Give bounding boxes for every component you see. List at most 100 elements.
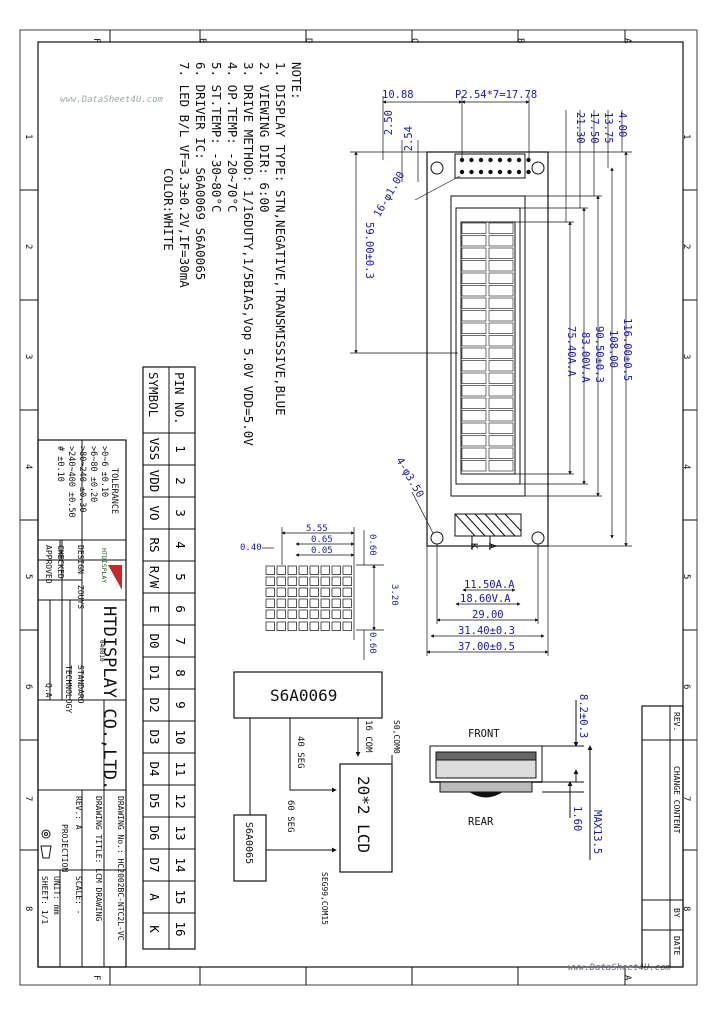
grid-number: 1 [23, 134, 33, 139]
matrix-dot [309, 598, 319, 608]
lcd-top-view [426, 151, 549, 550]
grid-number: 5 [23, 574, 33, 579]
matrix-dot [309, 609, 319, 619]
cursor-dot [265, 621, 275, 631]
design-value: ZOUYS [76, 585, 85, 609]
cursor-dot [298, 621, 308, 631]
grid-number: 3 [681, 354, 691, 359]
grid-number: 2 [23, 244, 33, 249]
matrix-dot [309, 565, 319, 575]
matrix-dot [298, 576, 308, 586]
pin-symbol: K [147, 925, 162, 933]
connector-pins [459, 157, 531, 175]
matrix-dot [331, 565, 341, 575]
cursor-dot [276, 621, 286, 631]
dim-5-55: 5.55 [306, 524, 328, 534]
pin-number: 4 [173, 541, 188, 549]
pin-symbol: D0 [147, 633, 162, 648]
dim-17-50: 17.50 [588, 112, 600, 144]
tolerance-row: >6~80 ±0.20 [88, 446, 98, 502]
matrix-dot [287, 576, 297, 586]
connector-pin [469, 169, 474, 175]
pin-number: 6 [173, 605, 188, 613]
pin-number: 8 [173, 669, 188, 677]
dim-116: 116.00±0.5 [621, 318, 633, 381]
scale-text: SCALE: - [74, 876, 83, 915]
character-cell [488, 285, 514, 297]
note-item: 4. OP.TEMP: -20~70°C [225, 62, 240, 213]
grid-letter: F [91, 975, 101, 980]
char-detail-texts: 5.55 0.65 0.05 0.40 0.60 3.20 0.60 [240, 524, 399, 654]
matrix-dot [342, 598, 352, 608]
title-block-text: HTDISPLAY DESIGN ZOUYS 040810 CHECKED AP… [40, 545, 125, 941]
connector-pin [478, 157, 484, 163]
pin-symbol: VDD [147, 470, 162, 493]
dim-59: 59.00±0.3 [363, 222, 375, 279]
matrix-dot [320, 576, 330, 586]
grid-letter: D [303, 38, 313, 43]
character-cell [461, 222, 487, 234]
matrix-dot [276, 598, 286, 608]
matrix-dot [276, 565, 286, 575]
pin-number: 16 [173, 921, 188, 936]
dimension-lines [350, 96, 632, 656]
note-item: 7. LED B/L VF=3.3±0.2V,IF=30mA [177, 62, 192, 288]
cursor-dot [287, 621, 297, 631]
matrix-dot [331, 598, 341, 608]
pin-symbol: D7 [147, 857, 162, 872]
drawing-no: DRAWING No.: HC2002BC-NTC2L-VC [116, 796, 125, 941]
connector-pin [526, 169, 531, 175]
pin-symbol: E [147, 605, 162, 613]
grid-number: 8 [23, 906, 33, 911]
dim-11-50: 11.50A.A [464, 579, 515, 591]
symbol-header: SYMBOL [146, 372, 161, 417]
pcb-outline [426, 151, 549, 547]
dim-0-65: 0.65 [311, 535, 333, 545]
character-cell [461, 335, 487, 347]
dim-83: 83.00V.A [579, 332, 591, 383]
active-area [460, 221, 516, 475]
pin-table-text: PIN NO. SYMBOL [146, 372, 187, 425]
cursor-dot [320, 621, 330, 631]
dim-0-60b: 0.60 [367, 632, 377, 654]
connector-pin [497, 157, 503, 163]
connector-pin [478, 169, 484, 175]
dim-29: 29.00 [472, 609, 504, 621]
matrix-dot [265, 598, 275, 608]
character-cell [488, 235, 514, 247]
matrix-dot [342, 565, 352, 575]
note-item: COLOR:WHITE [161, 168, 176, 251]
matrix-dot [276, 587, 286, 597]
grid-number: 4 [23, 464, 33, 469]
character-cell [461, 360, 487, 372]
pin-number: 7 [173, 637, 188, 645]
logo-text: HTDISPLAY [100, 548, 108, 583]
mount-hole [531, 531, 545, 545]
dim-18-60: 18.60V.A [460, 593, 511, 605]
tolerance-row: >80~240 ±0.30 [77, 446, 87, 513]
matrix-dot [309, 576, 319, 586]
projection-symbol [40, 829, 52, 859]
pin-number: 15 [173, 889, 188, 904]
standard-label: STANDARD [76, 665, 85, 704]
lcd-label: 20*2 LCD [354, 776, 373, 853]
character-cell [461, 385, 487, 397]
matrix-dot [320, 587, 330, 597]
by-header: BY [672, 908, 681, 918]
cursor-dot [309, 621, 319, 631]
dim-mount: 4-φ3.50 [393, 456, 426, 500]
bezel [450, 195, 526, 497]
character-cell [461, 322, 487, 334]
dim-0-05: 0.05 [311, 546, 333, 556]
matrix-dot [265, 609, 275, 619]
connector-pin [469, 157, 474, 163]
pin-number: 5 [173, 573, 188, 581]
seg60-label: 60 SEG [285, 800, 295, 833]
connector-pin [516, 157, 522, 163]
character-cell [461, 235, 487, 247]
pin-number: 13 [173, 825, 188, 840]
notes-title: NOTE: [289, 62, 304, 100]
matrix-dot [287, 587, 297, 597]
matrix-dot [265, 565, 275, 575]
note-item: 6. DRIVER IC: S6A0069 S6A0065 [193, 62, 208, 280]
